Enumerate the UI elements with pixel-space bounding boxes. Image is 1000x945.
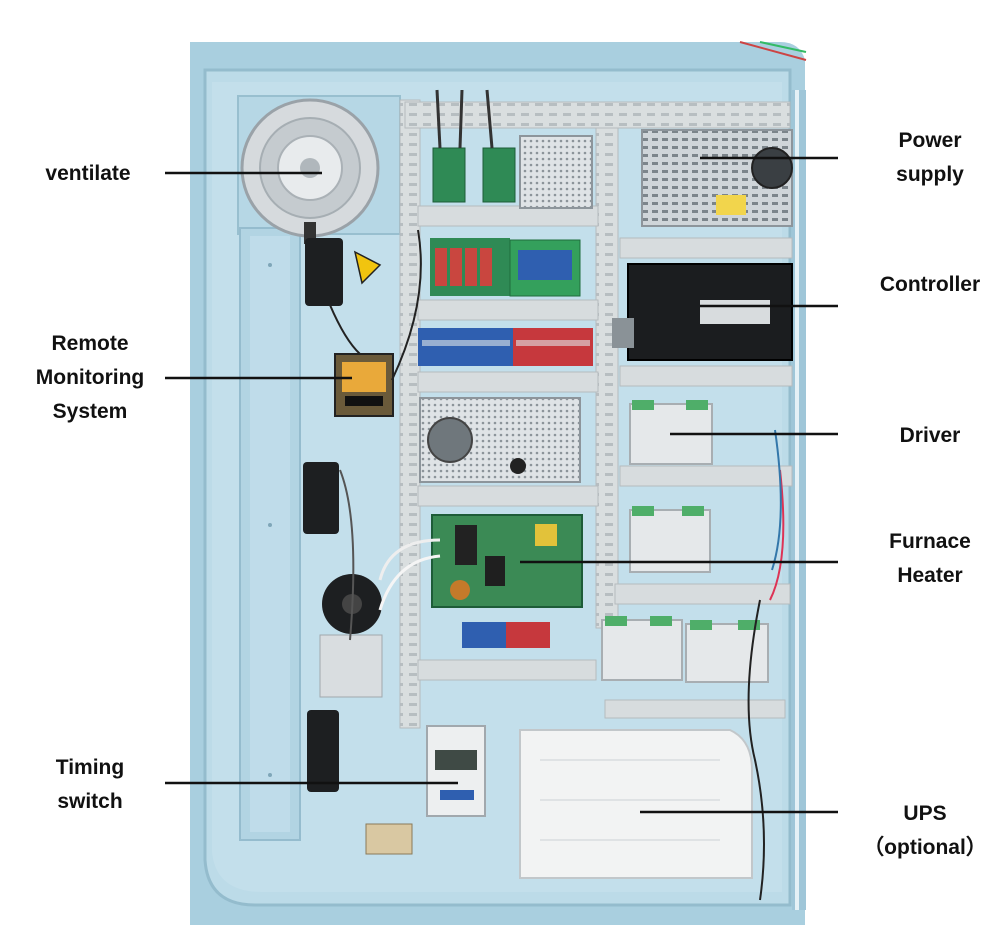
label-line: Monitoring bbox=[35, 366, 145, 389]
relay-board bbox=[430, 238, 581, 297]
label-remote-monitoring-system: Remote Monitoring System bbox=[10, 327, 170, 429]
label-line: （optional） bbox=[863, 836, 987, 859]
label-line: System bbox=[52, 400, 128, 423]
vertical-rails bbox=[399, 99, 791, 729]
label-line: switch bbox=[57, 790, 123, 813]
label-line: ventilate bbox=[45, 162, 131, 185]
timing-switch-unit bbox=[426, 725, 486, 817]
label-line: Remote bbox=[51, 332, 129, 355]
label-line: supply bbox=[896, 163, 964, 186]
label-timing-switch: Timing switch bbox=[20, 751, 160, 819]
label-line: UPS bbox=[903, 802, 947, 825]
label-furnace-heater: Furnace Heater bbox=[860, 525, 1000, 593]
label-line: Driver bbox=[899, 424, 961, 447]
top-boards bbox=[432, 89, 593, 209]
label-line: Heater bbox=[897, 564, 963, 587]
label-power-supply: Power supply bbox=[865, 124, 995, 192]
cooling-fans bbox=[303, 238, 383, 792]
counter-box bbox=[365, 823, 413, 855]
terminal-blocks bbox=[418, 328, 593, 648]
center-power-supply bbox=[419, 397, 581, 483]
horizontal-rails bbox=[417, 205, 793, 719]
label-line: Timing bbox=[55, 756, 125, 779]
wiring bbox=[329, 229, 785, 901]
remote-monitoring-module bbox=[334, 353, 394, 417]
label-ups-optional: UPS （optional） bbox=[850, 797, 1000, 865]
controller-unit bbox=[612, 263, 793, 361]
label-driver: Driver bbox=[865, 419, 995, 453]
right-power-supply bbox=[641, 129, 793, 227]
label-line: Controller bbox=[879, 273, 981, 296]
ups-unit bbox=[519, 729, 753, 879]
label-ventilate: ventilate bbox=[18, 157, 158, 191]
label-controller: Controller bbox=[860, 268, 1000, 302]
label-line: Power bbox=[898, 129, 962, 152]
label-line: Furnace bbox=[889, 530, 971, 553]
leader-lines bbox=[165, 156, 838, 814]
